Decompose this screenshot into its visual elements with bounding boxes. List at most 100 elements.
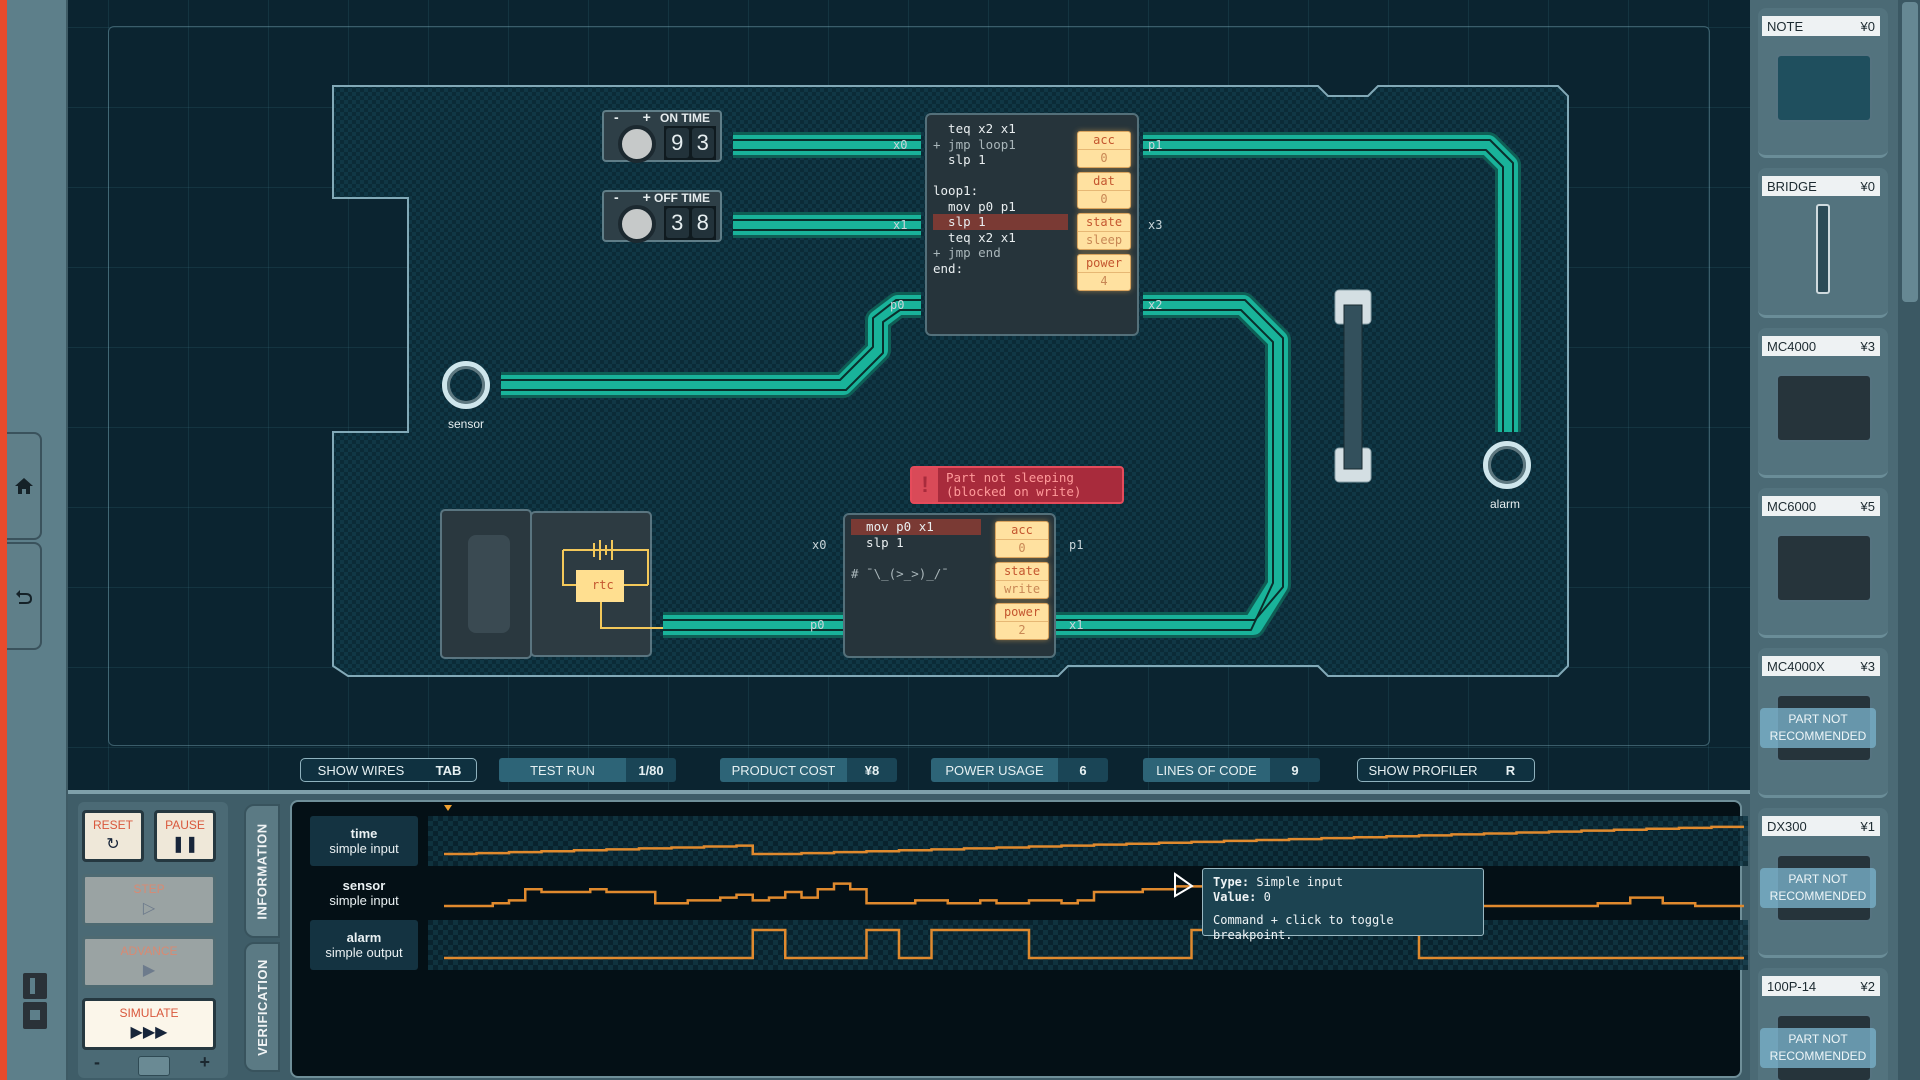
part-title: DX300 ¥1: [1762, 816, 1880, 836]
part-price: ¥3: [1860, 338, 1875, 354]
on-time-adjust[interactable]: -+: [614, 109, 675, 125]
mc6000-chip[interactable]: teq x2 x1+ jmp loop1 slp 1 loop1: mov p0…: [925, 113, 1139, 336]
step-button[interactable]: STEP▷: [82, 874, 216, 926]
code-line[interactable]: teq x2 x1: [933, 121, 1016, 136]
tab-information[interactable]: INFORMATION: [244, 804, 280, 938]
shortcut-key: R: [1505, 762, 1516, 778]
part-name: DX300: [1767, 818, 1807, 834]
bridge-part: [1334, 289, 1372, 483]
stat-value: 1/80: [626, 758, 676, 782]
signal-name: alarm: [346, 930, 382, 945]
reset-label: RESET: [92, 818, 133, 832]
speed-minus[interactable]: -: [94, 1052, 100, 1072]
register-name: power: [1085, 256, 1123, 270]
code-line[interactable]: loop1:: [933, 183, 979, 198]
stat-label: LINES OF CODE: [1143, 758, 1270, 782]
simulate-button[interactable]: SIMULATE▶▶▶: [82, 998, 216, 1050]
code-line[interactable]: [933, 168, 1068, 184]
part-preview[interactable]: [1816, 204, 1830, 294]
home-button[interactable]: [7, 432, 42, 540]
warning-line: Part not sleeping: [946, 470, 1074, 485]
part-preview[interactable]: [1776, 374, 1872, 442]
part-preview[interactable]: [1776, 54, 1872, 122]
stat-value: 9: [1270, 758, 1320, 782]
code-line[interactable]: slp 1: [933, 152, 986, 167]
part-card-mc4000[interactable]: MC4000¥3: [1758, 328, 1888, 478]
sensor-ring-icon[interactable]: [442, 361, 490, 409]
register-power: power 4: [1077, 254, 1131, 291]
part-price: ¥1: [1860, 818, 1875, 834]
code-line[interactable]: slp 1: [933, 214, 1068, 230]
code-line[interactable]: teq x2 x1: [933, 229, 1016, 245]
off-time-label: OFF TIME: [654, 191, 710, 205]
accent-bar: [0, 0, 7, 1080]
code-line[interactable]: + jmp loop1: [933, 136, 1016, 152]
on-time-dial[interactable]: -+ ON TIME 9 3: [602, 109, 722, 163]
pause-button[interactable]: PAUSE❚❚: [154, 810, 216, 862]
undo-button[interactable]: [7, 542, 42, 650]
code-line[interactable]: mov p0 p1: [933, 198, 1016, 214]
alarm-ring-icon[interactable]: [1483, 441, 1531, 489]
tab-verification[interactable]: VERIFICATION: [244, 942, 280, 1072]
off-time-adjust[interactable]: -+: [614, 189, 675, 205]
code-line[interactable]: + jmp end: [933, 245, 1001, 260]
tooltip-value: 0: [1263, 890, 1271, 904]
signal-type: simple input: [329, 893, 399, 908]
scrollbar-thumb[interactable]: [1902, 2, 1918, 302]
tooltip-hint: Command + click to toggle breakpoint.: [1213, 913, 1394, 942]
register-name: state: [1085, 215, 1123, 229]
mc4000-code-editor[interactable]: mov p0 x1 slp 1 # ¯\_(>_>)_/¯: [851, 519, 981, 581]
code-line[interactable]: [851, 550, 981, 566]
code-line[interactable]: mov p0 x1: [851, 519, 981, 535]
part-preview[interactable]: [1776, 534, 1872, 602]
code-line[interactable]: end:: [933, 260, 964, 276]
part-title: BRIDGE¥0: [1762, 176, 1880, 196]
tab-label: VERIFICATION: [254, 958, 270, 1056]
code-line[interactable]: # ¯\_(>_>)_/¯: [851, 565, 949, 581]
tooltip-key: Value:: [1213, 890, 1257, 904]
reset-button[interactable]: RESET↻: [82, 810, 144, 862]
knob-icon[interactable]: [618, 125, 656, 163]
stat-label: SHOW WIRES: [317, 762, 405, 778]
cursor-icon: [1174, 872, 1194, 898]
undo-icon: [15, 590, 32, 604]
waveform-sensor: [444, 882, 1744, 908]
pin-x0: x0: [812, 538, 827, 552]
wire-ontime-x0: [733, 132, 921, 158]
register-value: 4: [1078, 272, 1130, 290]
waveforms: [444, 805, 1744, 960]
speed-plus[interactable]: +: [199, 1052, 210, 1072]
speed-handle[interactable]: [138, 1056, 170, 1076]
part-card-mc6000[interactable]: MC6000¥5: [1758, 488, 1888, 638]
code-line[interactable]: slp 1: [851, 534, 904, 550]
waveform-alarm: [444, 928, 1744, 960]
knob-icon[interactable]: [618, 205, 656, 243]
wires: [501, 132, 1521, 638]
board-frame: [108, 26, 1710, 746]
circuit-board[interactable]: -+ ON TIME 9 3 -+ OFF TIME 3 8 sensor al…: [68, 0, 1750, 790]
pause-icon: ❚❚: [171, 836, 199, 853]
part-title: MC6000¥5: [1762, 496, 1880, 516]
off-time-dial[interactable]: -+ OFF TIME 3 8: [602, 189, 722, 243]
register-name: dat: [1093, 174, 1115, 188]
digit: 9: [666, 128, 689, 158]
mc6000-code-editor[interactable]: teq x2 x1+ jmp loop1 slp 1 loop1: mov p0…: [933, 121, 1068, 276]
part-card-note[interactable]: NOTE¥0: [1758, 8, 1888, 158]
pin-p1: p1: [1148, 138, 1163, 152]
part-card-bridge[interactable]: BRIDGE¥0: [1758, 168, 1888, 318]
part-price: ¥0: [1860, 18, 1875, 34]
step-icon: ▷: [142, 900, 156, 917]
speed-slider[interactable]: - +: [90, 1052, 214, 1076]
advance-button[interactable]: ADVANCE▶: [82, 936, 216, 988]
